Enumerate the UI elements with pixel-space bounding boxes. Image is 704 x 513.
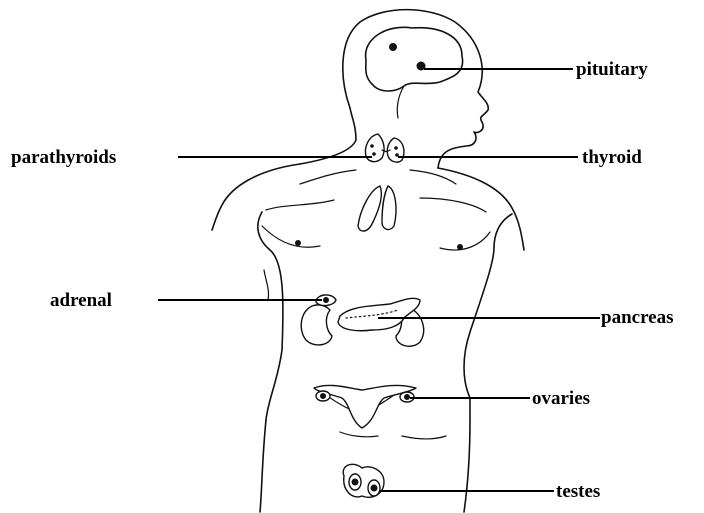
left-leg: [260, 420, 266, 512]
pectoral-right: [440, 232, 490, 250]
right-ovary-core: [404, 394, 410, 400]
parathyroid-dot-2: [372, 152, 376, 156]
label-thyroid: thyroid: [582, 147, 642, 168]
label-parathyroids: parathyroids: [11, 147, 116, 168]
leader-lines: [158, 69, 600, 491]
labels: pituitary parathyroids thyroid adrenal p…: [11, 59, 673, 502]
left-ovary-core: [320, 393, 326, 399]
left-torso: [258, 212, 283, 420]
right-nipple: [457, 244, 463, 250]
pectoral-left: [262, 226, 320, 247]
abdominal-organs: [301, 295, 423, 346]
uterus: [314, 385, 416, 428]
chest-right: [420, 198, 486, 212]
parathyroid-dot-1: [370, 144, 374, 148]
thymus: [358, 186, 396, 231]
brainstem: [397, 86, 404, 118]
thyroid-isthmus: [382, 150, 390, 152]
abdomen-mark: [264, 270, 269, 300]
right-testis-core: [371, 485, 378, 492]
left-shoulder: [212, 164, 300, 230]
brain: [366, 27, 463, 118]
label-testes: testes: [556, 481, 600, 502]
label-pancreas: pancreas: [601, 307, 673, 328]
label-adrenal: adrenal: [50, 290, 112, 311]
thymus-left: [358, 186, 381, 231]
brain-dot: [389, 43, 397, 51]
head-outline: [343, 10, 489, 168]
collarbone-right: [410, 170, 456, 184]
body-outline: [212, 10, 524, 512]
inner-thigh-right: [402, 436, 446, 439]
chest-left: [266, 200, 334, 210]
left-adrenal-core: [323, 297, 329, 303]
neck-back: [300, 108, 356, 164]
label-ovaries: ovaries: [532, 388, 590, 409]
reproductive-organs: [314, 385, 416, 428]
left-kidney: [301, 305, 332, 345]
testes-group: [343, 464, 384, 497]
brain-outline: [366, 27, 463, 91]
collarbone-left: [300, 170, 356, 184]
left-nipple: [295, 240, 301, 246]
label-pituitary: pituitary: [576, 59, 648, 80]
inner-thigh-left: [340, 432, 378, 437]
parathyroid-dot-3: [394, 146, 398, 150]
left-testis-core: [352, 479, 359, 486]
thymus-right: [382, 186, 396, 229]
right-leg: [464, 420, 470, 512]
